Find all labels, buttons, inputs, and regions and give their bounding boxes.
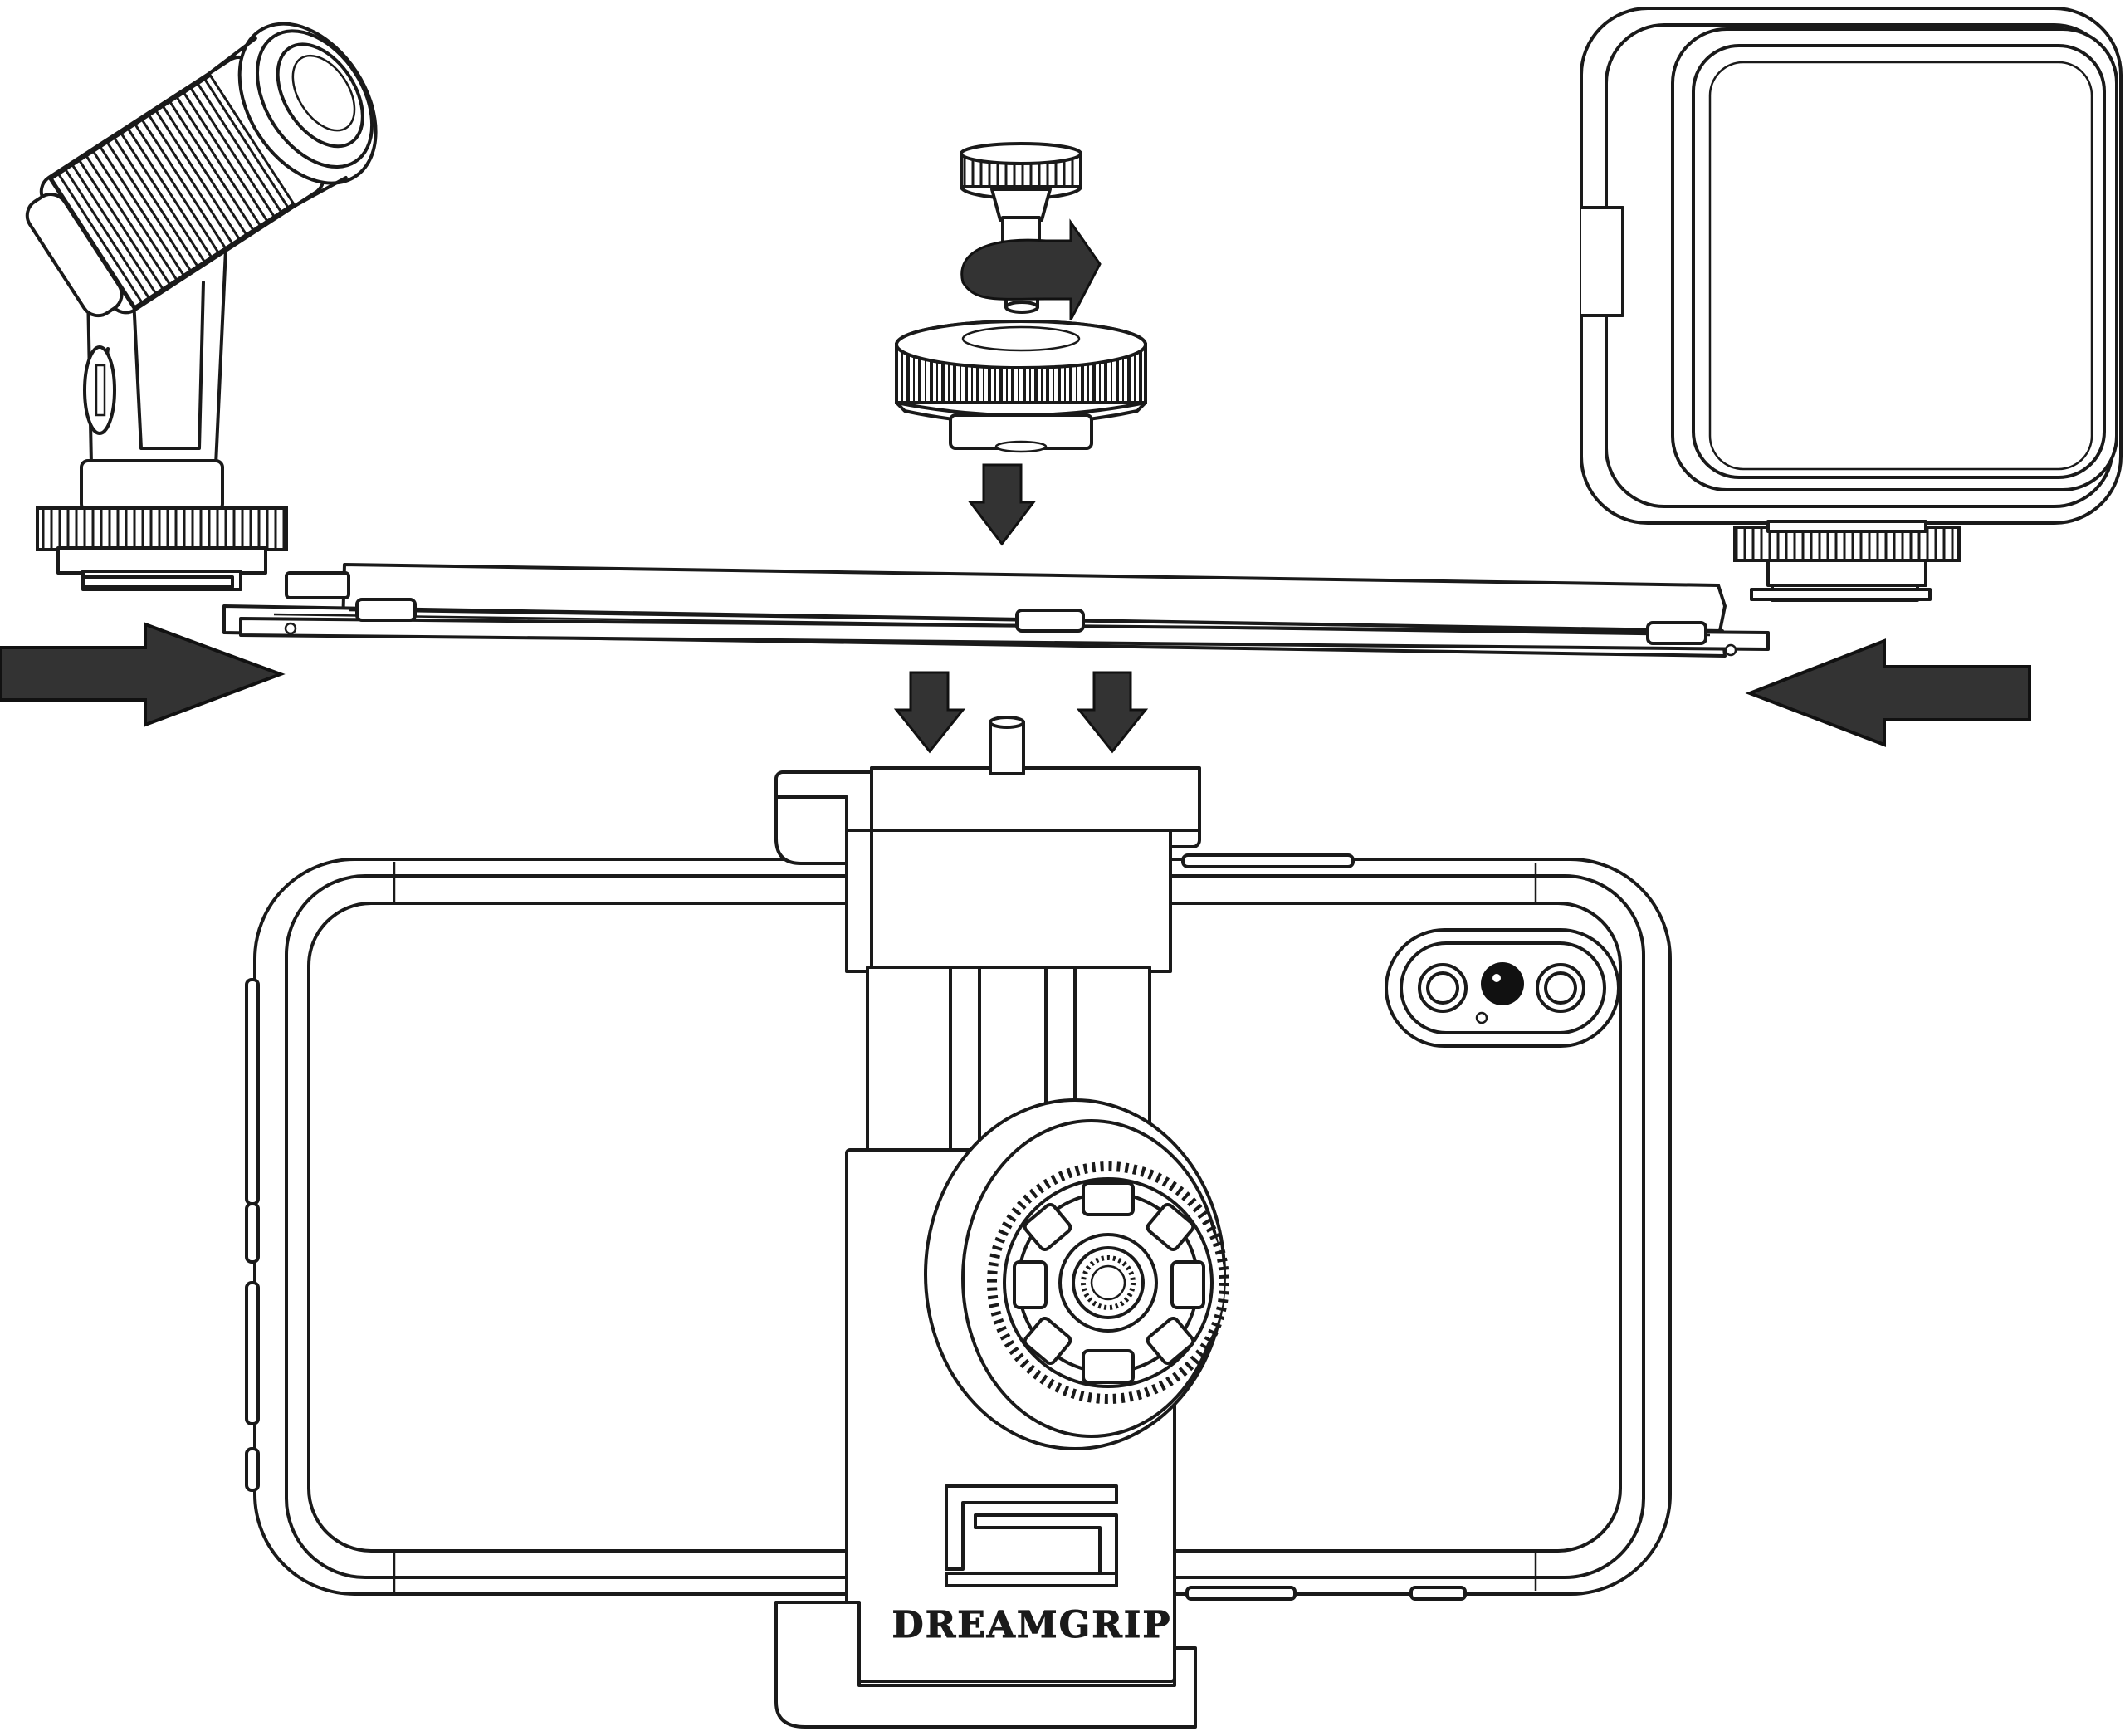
arrow-down-right	[1076, 671, 1149, 754]
cold-shoe-screw-icon	[895, 142, 1147, 453]
clamp-knob-icon	[924, 1098, 1229, 1450]
shotgun-microphone-icon	[25, 22, 378, 591]
arrow-slide-right	[0, 622, 286, 727]
brand-name: DREAMGRIP	[892, 1604, 1172, 1646]
arrow-down-screw	[967, 463, 1037, 546]
rotate-tighten-arrow	[960, 218, 1102, 320]
arrow-slide-left	[1745, 638, 2031, 747]
led-light-panel-icon	[1580, 7, 2123, 602]
arrow-down-left	[893, 671, 966, 754]
cold-shoe-extension-bar-icon	[222, 563, 1770, 658]
dreamgrip-logo-icon	[945, 1484, 1118, 1587]
phone-clamp-mount-icon: DREAMGRIP	[774, 716, 1229, 1729]
